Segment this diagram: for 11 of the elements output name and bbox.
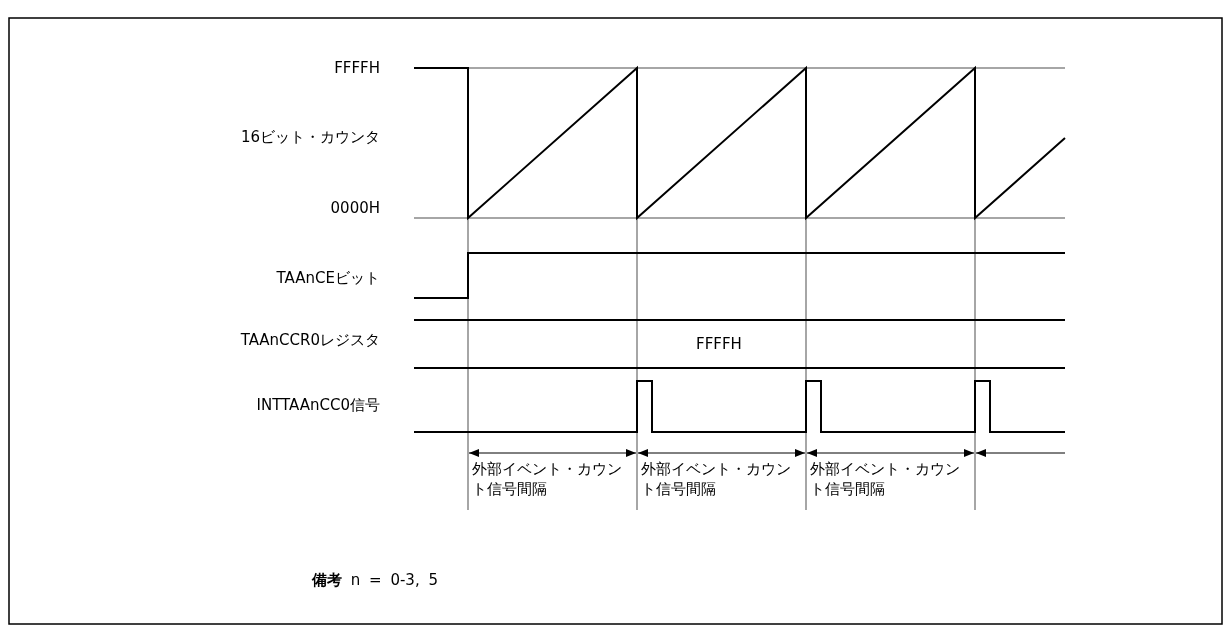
interval-label: 外部イベント・カウント信号間隔 bbox=[472, 459, 623, 499]
axis-value: 0000H bbox=[330, 199, 380, 217]
register-value: FFFFH bbox=[696, 335, 742, 353]
signal-name: 16ビット・カウンタ bbox=[240, 128, 380, 146]
signal-name: TAAnCCR0レジスタ bbox=[240, 331, 380, 349]
signal-name: TAAnCEビット bbox=[276, 269, 380, 287]
interval-label: 外部イベント・カウント信号間隔 bbox=[810, 459, 961, 499]
axis-value: FFFFH bbox=[334, 59, 380, 77]
signal-name: INTTAAnCC0信号 bbox=[256, 396, 380, 414]
interval-label: 外部イベント・カウント信号間隔 bbox=[641, 459, 792, 499]
note-text: 備考 n = 0-3, 5 bbox=[312, 571, 438, 589]
